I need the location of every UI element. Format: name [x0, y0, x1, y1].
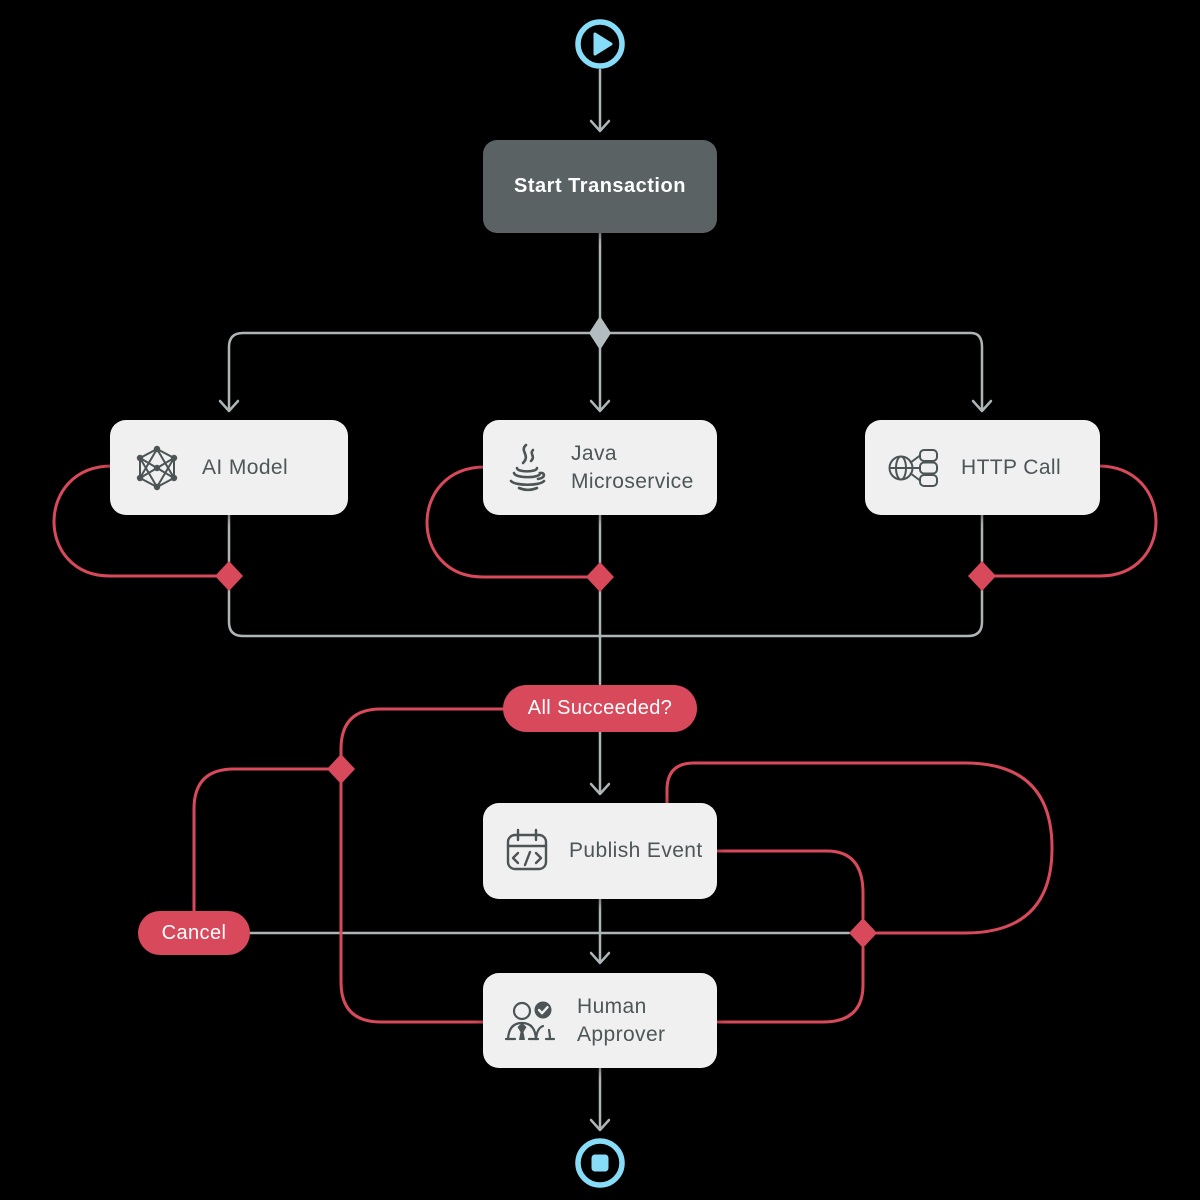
node-label: Human Approver — [577, 994, 666, 1046]
arrowhead — [589, 119, 611, 133]
node-human-approver[interactable]: Human Approver — [483, 973, 717, 1068]
person-check-icon — [505, 997, 557, 1045]
node-label: Java Microservice — [571, 441, 694, 493]
edge-fail-to-cancel — [192, 767, 330, 913]
edge-fail-to-approver-left — [339, 781, 485, 1024]
node-label: HTTP Call — [961, 455, 1062, 479]
edge-ai-compensation — [52, 464, 218, 578]
node-http-call[interactable]: HTTP Call — [865, 420, 1100, 515]
fail-branch-diamond — [327, 754, 355, 784]
edge-http-compensation — [993, 464, 1158, 578]
node-ai-model[interactable]: AI Model — [110, 420, 348, 515]
arrowhead — [218, 399, 240, 413]
edge-publish-right-branch — [716, 849, 865, 920]
gateway-all-succeeded[interactable]: All Succeeded? — [503, 685, 697, 732]
node-label: Start Transaction — [514, 175, 686, 197]
stop-icon — [575, 1138, 625, 1188]
compensation-diamond-http — [968, 561, 996, 591]
java-coffee-icon — [505, 443, 551, 493]
edge-http-merge — [598, 513, 984, 638]
arrowhead — [971, 399, 993, 413]
node-label: Publish Event — [569, 839, 703, 863]
edge-publish-top-loop — [665, 761, 1054, 935]
arrowhead — [589, 399, 611, 413]
compensation-diamond-java — [586, 562, 614, 592]
calendar-code-icon — [505, 827, 549, 875]
neural-network-icon — [132, 444, 182, 492]
edge-java-compensation — [425, 465, 589, 579]
cancel-junction-diamond — [849, 918, 877, 948]
compensation-diamond-ai — [215, 561, 243, 591]
cancel-label: Cancel — [161, 921, 227, 944]
end-event-node[interactable] — [572, 1135, 628, 1191]
arrowhead — [589, 782, 611, 796]
edge-ai-merge — [227, 513, 602, 638]
node-cancel[interactable]: Cancel — [138, 911, 250, 955]
node-start-transaction[interactable]: Start Transaction — [483, 140, 717, 233]
arrowhead — [589, 1118, 611, 1132]
edge-junction-to-approver-right — [716, 946, 865, 1024]
gateway-label: All Succeeded? — [527, 697, 673, 719]
play-icon — [575, 19, 625, 69]
node-java-microservice[interactable]: Java Microservice — [483, 420, 717, 515]
edge-succeeded-fail-branch — [339, 707, 505, 757]
parallel-gateway-diamond — [589, 316, 611, 350]
arrowhead — [589, 951, 611, 965]
node-label: AI Model — [202, 455, 289, 479]
globe-endpoints-icon — [887, 444, 941, 492]
start-event-node[interactable] — [572, 16, 628, 72]
edge-fanout-rail — [227, 331, 984, 411]
node-publish-event[interactable]: Publish Event — [483, 803, 717, 899]
